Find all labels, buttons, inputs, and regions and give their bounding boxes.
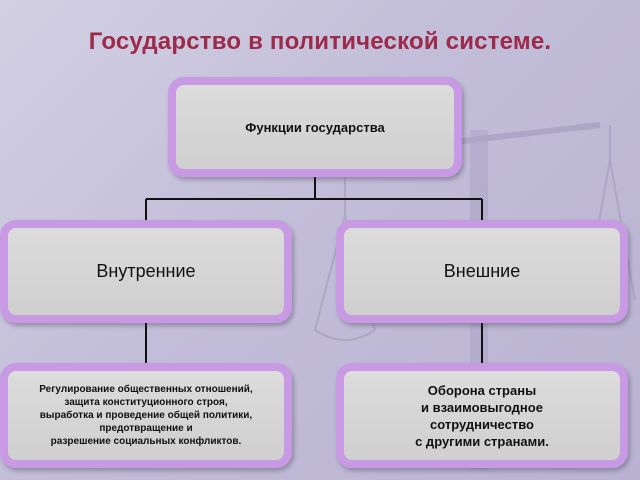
- external-node-label: Внешние: [443, 261, 521, 281]
- root-node-label: Функции государства: [245, 119, 385, 135]
- internal-detail-text: Регулирование общественных отношений, за…: [39, 383, 252, 448]
- external-detail-line: Оборона страны: [427, 382, 537, 398]
- node-external-functions: Внешние: [336, 220, 628, 323]
- node-internal-functions: Внутренние: [0, 220, 292, 323]
- external-detail-line: и взаимовыгодное: [421, 399, 543, 415]
- external-detail-text: Оборона страны и взаимовыгодное сотрудни…: [415, 382, 549, 450]
- internal-node-label: Внутренние: [96, 261, 196, 281]
- internal-detail-line: выработка и проведение общей политики,: [39, 410, 253, 421]
- external-detail-line: сотрудничество: [430, 416, 534, 432]
- external-detail-line: с другими странами.: [415, 433, 549, 449]
- internal-detail-line: разрешение социальных конфликтов.: [50, 436, 242, 447]
- node-external-detail: Оборона страны и взаимовыгодное сотрудни…: [336, 363, 628, 468]
- root-node-functions: Функции государства: [168, 77, 462, 177]
- node-internal-detail: Регулирование общественных отношений, за…: [0, 363, 292, 468]
- internal-detail-line: Регулирование общественных отношений,: [39, 384, 253, 395]
- internal-detail-line: защита конституционного строя,: [64, 397, 228, 408]
- internal-detail-line: предотвращение и: [99, 423, 193, 434]
- page-title: Государство в политической системе.: [88, 28, 552, 55]
